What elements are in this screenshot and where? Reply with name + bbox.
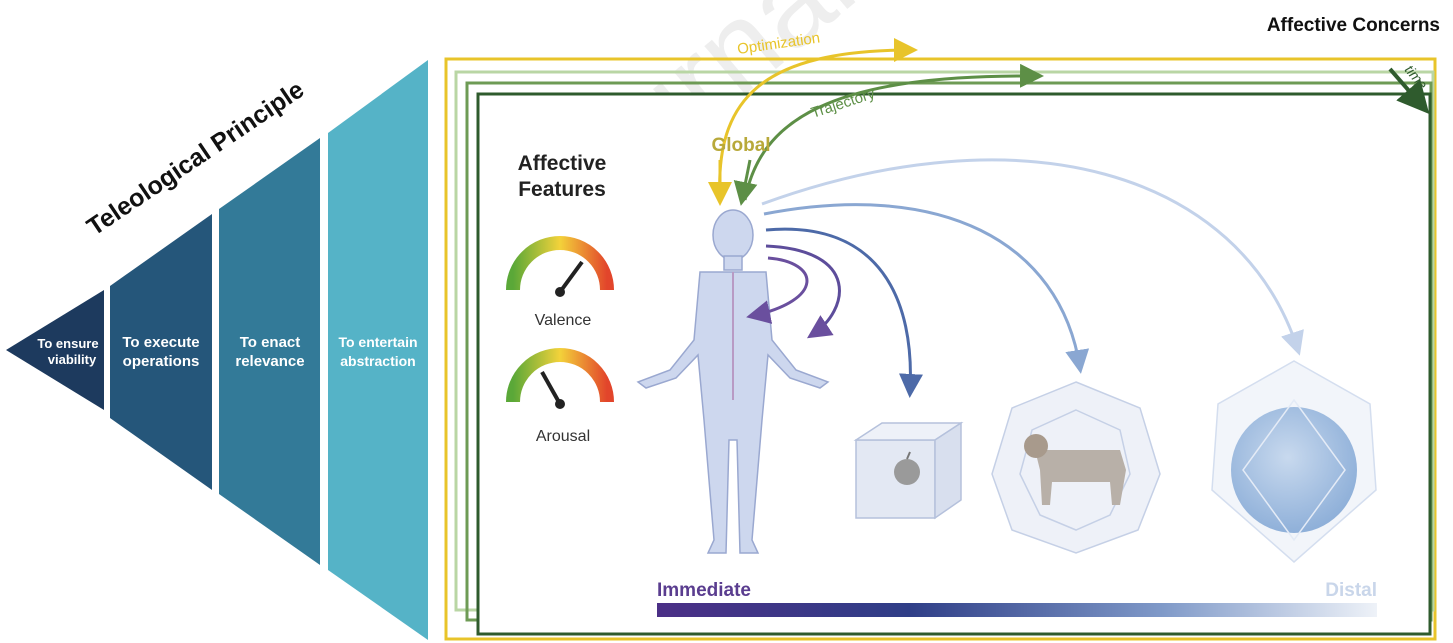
level-2-block xyxy=(110,214,212,490)
level-3-line2: relevance xyxy=(235,353,304,370)
level-2-line2: operations xyxy=(123,353,200,370)
time-frames xyxy=(444,57,1437,641)
level-4-line1: To entertain xyxy=(338,334,417,350)
immediate-label: Immediate xyxy=(657,580,751,601)
valence-gauge-icon xyxy=(506,236,614,297)
time-arrow xyxy=(1388,67,1430,115)
self-arrow-2 xyxy=(765,244,841,339)
self-arrow-1 xyxy=(746,256,809,324)
human-body-icon xyxy=(636,209,830,554)
features-heading-line2: Features xyxy=(518,178,606,201)
frame-current xyxy=(476,92,1432,636)
level-1-line2: viability xyxy=(48,352,97,367)
frame-optimization xyxy=(444,57,1437,641)
arousal-gauge-icon xyxy=(506,348,614,409)
dog-polyhedron-icon xyxy=(991,381,1161,554)
level-2-line1: To execute xyxy=(122,334,199,351)
earth-icosahedron-icon xyxy=(1211,360,1377,563)
world-arrow xyxy=(761,158,1304,356)
animal-arrow xyxy=(763,203,1090,374)
proximity-scale-bar xyxy=(657,603,1377,617)
trajectory-arrow xyxy=(743,63,1044,201)
level-3-line1: To enact xyxy=(240,334,301,351)
features-heading-line1: Affective xyxy=(518,152,607,175)
teleological-pyramid: To ensure viability To execute operation… xyxy=(6,60,428,640)
apple-cube-icon xyxy=(853,421,964,520)
level-1-line1: To ensure xyxy=(37,336,98,351)
arousal-label: Arousal xyxy=(536,428,590,445)
level-1-block xyxy=(6,290,104,410)
diagram-title: Affective Concerns xyxy=(1267,15,1440,36)
level-4-block xyxy=(328,60,428,640)
global-label: Global xyxy=(711,135,770,156)
valence-label: Valence xyxy=(535,312,592,329)
object-arrow xyxy=(765,227,923,398)
level-4-line2: abstraction xyxy=(340,353,415,369)
level-3-block xyxy=(219,138,320,565)
global-down-green xyxy=(733,159,758,206)
distal-label: Distal xyxy=(1325,580,1377,601)
